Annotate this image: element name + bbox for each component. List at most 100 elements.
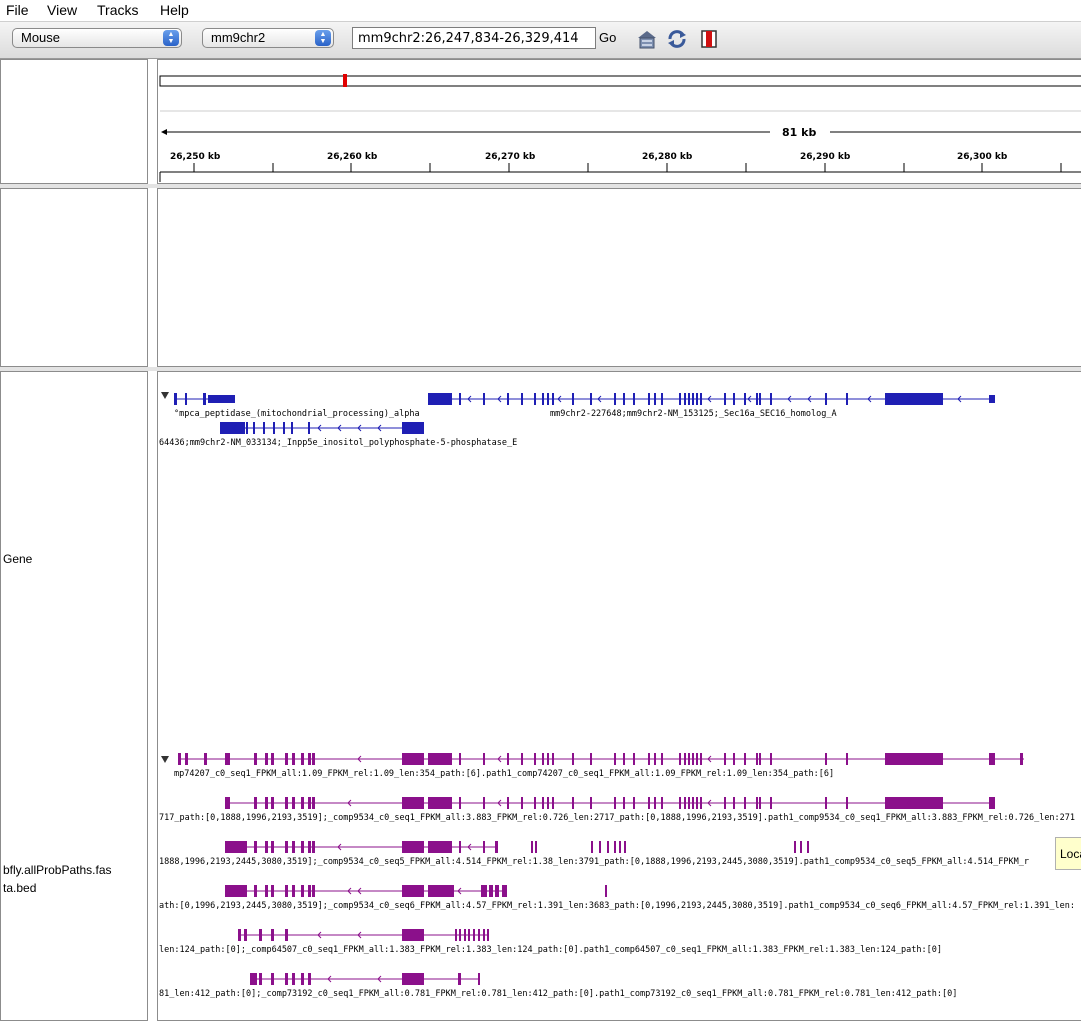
bed-feature-6-exon [271, 973, 274, 985]
menu-tracks[interactable]: Tracks [97, 2, 139, 18]
bed-feature-3-exon [624, 841, 626, 853]
go-button[interactable]: Go [599, 30, 617, 45]
tick-label: 26,260 kb [327, 152, 378, 162]
bed-feature-3-exon [254, 841, 257, 853]
bed-feature-1-strand-arrow [497, 755, 502, 763]
bed-feature-2-exon [733, 797, 735, 809]
data-name-panel [0, 188, 148, 367]
bed-feature-3-exon [402, 841, 424, 853]
menu-file[interactable]: File [6, 2, 29, 18]
gene-sec16a-exon [661, 393, 663, 405]
bed-feature-3-exon [308, 841, 311, 853]
bed-label: 81_len:412_path:[0];_comp73192_c0_seq1_F… [159, 989, 957, 999]
locus-tooltip: Loca [1055, 837, 1081, 870]
bed-feature-1-strand-arrow [907, 755, 912, 763]
bed-feature-2-exon [684, 797, 686, 809]
locus-search-input[interactable] [352, 27, 596, 49]
chromosome-dropdown[interactable]: mm9chr2 ▲▼ [202, 28, 334, 48]
bed-track-collapse-icon [161, 756, 169, 763]
feature-panel: °mpca_peptidase_(mitochondrial_processin… [157, 371, 1081, 1021]
bed-track-name-line1[interactable]: bfly.allProbPaths.fas [3, 863, 112, 877]
feature-name-panel: Gene bfly.allProbPaths.fas ta.bed [0, 371, 148, 1021]
bed-feature-2-exon [534, 797, 536, 809]
bed-feature-1-exon [692, 753, 694, 765]
gene-sec16a-exon [552, 393, 554, 405]
gene-inpp5e-exon [283, 422, 285, 434]
bed-feature-2-exon [265, 797, 268, 809]
bed-feature-1-exon [661, 753, 663, 765]
bed-feature-1-strand-arrow [357, 755, 362, 763]
bed-feature-2-exon [572, 797, 574, 809]
gene-mpca-exon [208, 395, 235, 403]
bed-feature-5-exon [459, 929, 461, 941]
bed-feature-1-strand-arrow [707, 755, 712, 763]
bed-feature-2-exon [483, 797, 485, 809]
bed-feature-2-exon [661, 797, 663, 809]
gene-inpp5e-exon [291, 422, 293, 434]
bed-feature-3-exon [292, 841, 295, 853]
bed-feature-5-exon [483, 929, 485, 941]
bed-feature-1-exon [770, 753, 772, 765]
bed-feature-4-exon [605, 885, 607, 897]
gene-inpp5e-strand-arrow [317, 424, 322, 432]
panel-divider[interactable] [0, 367, 1081, 371]
bed-feature-1-exon [459, 753, 461, 765]
chromosome-ideogram [159, 75, 1081, 87]
bed-feature-6-exon [458, 973, 461, 985]
bed-feature-1-exon [759, 753, 761, 765]
bed-feature-4-exon [301, 885, 304, 897]
bed-feature-3-exon [495, 841, 498, 853]
bed-label: ath:[0,1996,2193,2445,3080,3519];_comp95… [159, 901, 1075, 911]
bed-feature-2-exon [271, 797, 274, 809]
bed-feature-2-exon [614, 797, 616, 809]
gene-sec16a-strand-arrow [497, 395, 502, 403]
genome-dropdown-value: Mouse [21, 30, 61, 45]
bed-feature-2-strand-arrow [497, 799, 502, 807]
bed-feature-2-exon [744, 797, 746, 809]
bed-feature-3-exon [483, 841, 485, 853]
span-label: 81 kb [782, 126, 816, 139]
bed-feature-1-exon [654, 753, 656, 765]
gene-track-name[interactable]: Gene [3, 552, 33, 566]
bed-feature-4-exon [502, 885, 507, 897]
bed-feature-6-exon [285, 973, 288, 985]
gene-sec16a-strand-arrow [597, 395, 602, 403]
bed-feature-1-exon [590, 753, 592, 765]
gene-sec16a-exon [428, 393, 452, 405]
bed-feature-2-exon [989, 797, 995, 809]
gene-inpp5e-strand-arrow [357, 424, 362, 432]
bed-feature-4-exon [225, 885, 247, 897]
bed-feature-3-exon [531, 841, 533, 853]
gene-label: mm9chr2-227648;mm9chr2-NM_153125;_Sec16a… [550, 409, 837, 419]
bed-feature-2-exon [633, 797, 635, 809]
bed-feature-3-exon [271, 841, 274, 853]
gene-sec16a-exon [679, 393, 681, 405]
region-of-interest-icon[interactable] [698, 28, 720, 50]
ruler-ticks [159, 163, 1081, 182]
bed-feature-2-exon [846, 797, 848, 809]
bed-feature-1-exon [271, 753, 274, 765]
bed-feature-2-exon [402, 797, 424, 809]
gene-sec16a-strand-arrow [787, 395, 792, 403]
refresh-icon[interactable] [666, 28, 688, 50]
bed-track-name-line2[interactable]: ta.bed [3, 881, 37, 895]
bed-feature-6-strand-arrow [377, 975, 382, 983]
bed-feature-4-exon [312, 885, 315, 897]
bed-feature-5-exon [259, 929, 262, 941]
bed-feature-2-strand-arrow [347, 799, 352, 807]
genome-dropdown[interactable]: Mouse ▲▼ [12, 28, 182, 48]
home-icon[interactable] [636, 28, 658, 50]
menu-help[interactable]: Help [160, 2, 189, 18]
bed-feature-3-exon [225, 841, 247, 853]
gene-inpp5e-exon [253, 422, 255, 434]
feature-tracks-svg[interactable]: °mpca_peptidase_(mitochondrial_processin… [158, 372, 1081, 1022]
menu-view[interactable]: View [47, 2, 78, 18]
gene-sec16a-exon [572, 393, 574, 405]
gene-sec16a-exon [846, 393, 848, 405]
gene-sec16a-exon [633, 393, 635, 405]
bed-feature-2-strand-arrow [707, 799, 712, 807]
bed-feature-2-exon [254, 797, 257, 809]
panel-divider[interactable] [0, 184, 1081, 188]
bed-feature-6-exon [478, 973, 480, 985]
bed-feature-1-exon [542, 753, 544, 765]
